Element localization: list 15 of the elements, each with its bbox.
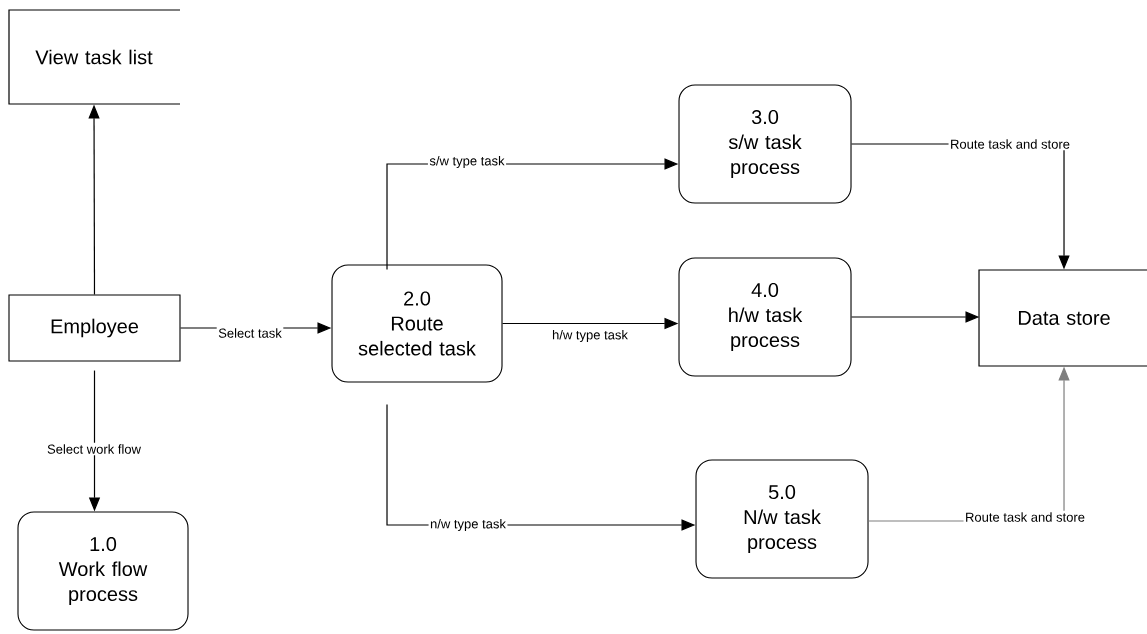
edge-label: n/w type task (428, 517, 508, 533)
edge-label: Select task (216, 326, 284, 340)
entity-box: Employee (8, 294, 181, 362)
process-box: 1.0 Work flow process (17, 511, 189, 631)
process-box: 3.0 s/w task process (678, 84, 852, 204)
process-box: 2.0 Route selected task (331, 264, 503, 383)
data-store-box: Data store (978, 269, 1147, 367)
data-store-box: View task list (8, 9, 181, 105)
edge-label: h/w type task (550, 328, 630, 344)
edge-label: Route task and store (963, 510, 1087, 524)
edge-label: Select work flow (45, 442, 143, 456)
edge-label: Route task and store (948, 137, 1072, 151)
process-box: 5.0 N/w task process (695, 459, 869, 579)
process-box: 4.0 h/w task process (678, 257, 852, 377)
edge-label: s/w type task (427, 154, 507, 170)
